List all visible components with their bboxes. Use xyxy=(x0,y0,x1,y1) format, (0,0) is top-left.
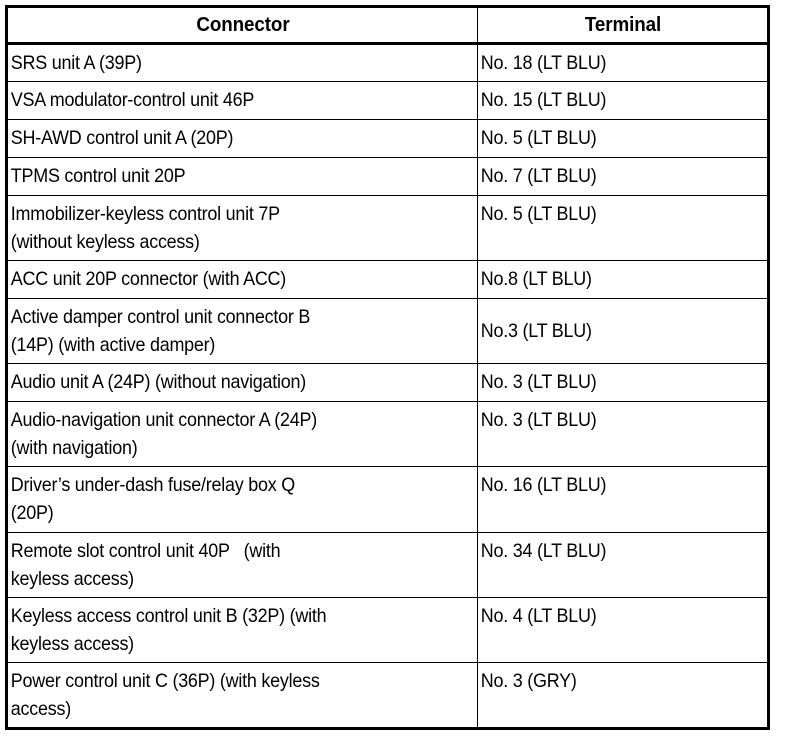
connector-text: Keyless access control unit B (32P) (wit… xyxy=(10,605,327,655)
table-header: Connector Terminal xyxy=(7,6,769,45)
table-row: SRS unit A (39P) No. 18 (LT BLU) xyxy=(6,43,769,82)
table-row: VSA modulator-control unit 46P No. 15 (L… xyxy=(6,81,769,120)
terminal-text: No. 15 (LT BLU) xyxy=(480,89,607,111)
table-row: TPMS control unit 20P No. 7 (LT BLU) xyxy=(6,157,769,196)
connector-text: Audio unit A (24P) (without navigation) xyxy=(10,371,306,393)
connector-terminal-table: Connector Terminal SRS unit A (39P) No. … xyxy=(5,5,770,730)
cell-terminal: No.3 (LT BLU) xyxy=(477,298,769,364)
cell-terminal: No. 7 (LT BLU) xyxy=(477,157,769,196)
connector-text: Power control unit C (36P) (with keyless… xyxy=(10,670,320,720)
terminal-text: No. 16 (LT BLU) xyxy=(480,474,607,496)
table-row: Keyless access control unit B (32P) (wit… xyxy=(6,597,769,663)
table-row: Audio unit A (24P) (without navigation) … xyxy=(6,363,769,402)
table-row: Active damper control unit connector B (… xyxy=(6,298,769,364)
cell-connector: Audio unit A (24P) (without navigation) xyxy=(6,363,478,402)
connector-text: Driver’s under-dash fuse/relay box Q (20… xyxy=(10,474,295,524)
terminal-text: No. 18 (LT BLU) xyxy=(480,52,607,74)
terminal-text: No. 4 (LT BLU) xyxy=(480,605,597,627)
cell-connector: Remote slot control unit 40P (with keyle… xyxy=(6,532,478,598)
cell-connector: SRS unit A (39P) xyxy=(6,43,478,82)
cell-terminal: No. 18 (LT BLU) xyxy=(477,43,769,82)
connector-text: ACC unit 20P connector (with ACC) xyxy=(10,268,287,290)
cell-connector: VSA modulator-control unit 46P xyxy=(6,81,478,120)
cell-terminal: No. 5 (LT BLU) xyxy=(477,119,769,158)
terminal-text: No. 5 (LT BLU) xyxy=(480,127,597,149)
table-body: SRS unit A (39P) No. 18 (LT BLU) VSA mod… xyxy=(6,43,769,729)
column-header-connector: Connector xyxy=(20,6,464,45)
connector-text: TPMS control unit 20P xyxy=(10,165,186,187)
connector-text: Active damper control unit connector B (… xyxy=(10,306,311,356)
cell-connector: Power control unit C (36P) (with keyless… xyxy=(6,662,478,729)
terminal-text: No. 5 (LT BLU) xyxy=(480,203,597,225)
terminal-text: No. 3 (LT BLU) xyxy=(480,409,597,431)
terminal-text: No.3 (LT BLU) xyxy=(480,320,592,342)
cell-connector: Audio-navigation unit connector A (24P) … xyxy=(6,401,478,467)
table-row: SH-AWD control unit A (20P) No. 5 (LT BL… xyxy=(6,119,769,158)
cell-terminal: No. 5 (LT BLU) xyxy=(477,195,769,261)
connector-text: Remote slot control unit 40P (with keyle… xyxy=(10,540,281,590)
table-row: Immobilizer-keyless control unit 7P (wit… xyxy=(6,195,769,261)
connector-text: VSA modulator-control unit 46P xyxy=(10,89,255,111)
table-row: ACC unit 20P connector (with ACC) No.8 (… xyxy=(6,260,769,299)
terminal-text: No. 3 (GRY) xyxy=(480,670,577,692)
cell-connector: Driver’s under-dash fuse/relay box Q (20… xyxy=(6,466,478,533)
header-row: Connector Terminal xyxy=(7,6,769,45)
connector-text: Audio-navigation unit connector A (24P) … xyxy=(10,409,317,459)
cell-connector: Active damper control unit connector B (… xyxy=(6,298,478,364)
connector-text: SH-AWD control unit A (20P) xyxy=(10,127,234,149)
cell-terminal: No. 3 (GRY) xyxy=(477,662,769,729)
terminal-text: No.8 (LT BLU) xyxy=(480,268,592,290)
terminal-text: No. 34 (LT BLU) xyxy=(480,540,607,562)
table-row: Remote slot control unit 40P (with keyle… xyxy=(6,532,769,598)
cell-terminal: No. 15 (LT BLU) xyxy=(477,81,769,120)
cell-terminal: No. 4 (LT BLU) xyxy=(477,597,769,663)
connector-text: SRS unit A (39P) xyxy=(10,52,142,74)
column-header-terminal: Terminal xyxy=(485,6,761,45)
cell-terminal: No.8 (LT BLU) xyxy=(477,260,769,299)
terminal-text: No. 3 (LT BLU) xyxy=(480,371,597,393)
cell-terminal: No. 3 (LT BLU) xyxy=(477,363,769,402)
cell-connector: Keyless access control unit B (32P) (wit… xyxy=(6,597,478,663)
terminal-text: No. 7 (LT BLU) xyxy=(480,165,597,187)
cell-connector: ACC unit 20P connector (with ACC) xyxy=(6,260,478,299)
cell-terminal: No. 34 (LT BLU) xyxy=(477,532,769,598)
cell-connector: Immobilizer-keyless control unit 7P (wit… xyxy=(6,195,478,261)
cell-connector: SH-AWD control unit A (20P) xyxy=(6,119,478,158)
cell-terminal: No. 3 (LT BLU) xyxy=(477,401,769,467)
cell-terminal: No. 16 (LT BLU) xyxy=(477,466,769,533)
connector-text: Immobilizer-keyless control unit 7P (wit… xyxy=(10,203,280,253)
table-row: Power control unit C (36P) (with keyless… xyxy=(6,662,769,729)
cell-connector: TPMS control unit 20P xyxy=(6,157,478,196)
table-row: Driver’s under-dash fuse/relay box Q (20… xyxy=(6,466,769,533)
table-row: Audio-navigation unit connector A (24P) … xyxy=(6,401,769,467)
